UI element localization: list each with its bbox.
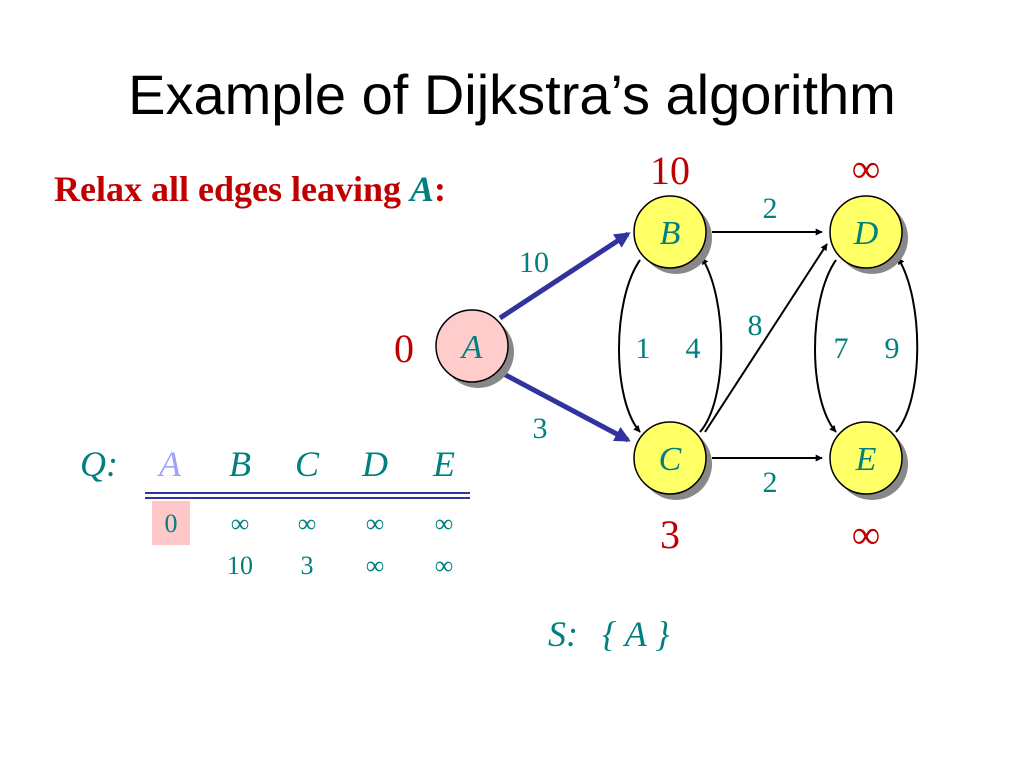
queue-header-c: C — [295, 444, 320, 484]
subtitle-variable: A — [409, 169, 434, 209]
set-s-label: S: — [548, 614, 578, 654]
weight-e-d: 9 — [885, 332, 900, 365]
queue-row-1: 0 ∞ ∞ ∞ ∞ — [165, 509, 454, 538]
queue-header-b: B — [229, 444, 251, 484]
edge-e-d — [895, 257, 919, 433]
dist-a: 0 — [394, 326, 414, 371]
slide-title: Example of Dijkstra’s algorithm — [128, 63, 896, 126]
edge-c-d — [704, 243, 828, 433]
edge-weights: 10 3 2 2 1 4 8 7 9 — [519, 192, 900, 499]
queue-header-a: A — [157, 444, 182, 484]
dist-e: ∞ — [852, 512, 881, 557]
edges — [498, 228, 919, 462]
edge-a-c — [498, 369, 631, 443]
queue-cell: ∞ — [298, 509, 317, 538]
edge-b-c — [618, 259, 641, 433]
node-e: E — [829, 421, 908, 500]
dist-c: 3 — [660, 512, 680, 557]
node-d: D — [829, 195, 908, 274]
weight-a-b: 10 — [519, 246, 549, 279]
queue-label: Q: — [80, 444, 118, 484]
weight-a-c: 3 — [533, 412, 548, 445]
set-s-value: { A } — [602, 614, 670, 654]
set-s: S: { A } — [548, 614, 670, 654]
dist-d: ∞ — [852, 146, 881, 191]
edge-d-e — [814, 259, 837, 433]
node-a-label: A — [460, 329, 483, 366]
weight-b-c: 1 — [636, 332, 651, 365]
queue-cell: ∞ — [231, 509, 250, 538]
node-d-label: D — [853, 215, 879, 252]
slide-subtitle: Relax all edges leaving A: — [54, 168, 446, 210]
subtitle-suffix: : — [434, 169, 446, 209]
node-c-label: C — [659, 441, 682, 478]
weight-c-e: 2 — [763, 466, 778, 499]
queue-cell: 10 — [227, 551, 253, 580]
weight-d-e: 7 — [834, 332, 849, 365]
weight-b-d: 2 — [763, 192, 778, 225]
queue-header-d: D — [361, 444, 388, 484]
queue-cell: ∞ — [435, 551, 454, 580]
edge-c-b — [699, 257, 723, 433]
node-c: C — [633, 421, 712, 500]
weight-c-b: 4 — [686, 332, 701, 365]
dist-b: 10 — [650, 148, 690, 193]
edge-a-b — [498, 231, 631, 321]
queue-cell: 3 — [301, 551, 314, 580]
queue-row-2: 10 3 ∞ ∞ — [227, 551, 453, 580]
node-b: B — [633, 195, 712, 274]
queue-cell: ∞ — [366, 551, 385, 580]
node-b-label: B — [660, 215, 681, 252]
subtitle-prefix: Relax all edges leaving — [54, 169, 410, 209]
extracted-highlight — [152, 501, 190, 545]
queue-cell: 0 — [165, 509, 178, 538]
queue-cell: ∞ — [366, 509, 385, 538]
node-a: A — [435, 309, 514, 388]
nodes: A B C D E — [435, 195, 908, 500]
priority-queue: Q: A B C D E 0 ∞ ∞ ∞ ∞ 10 3 ∞ ∞ — [80, 444, 470, 580]
node-e-label: E — [855, 441, 877, 478]
queue-header-e: E — [432, 444, 455, 484]
weight-c-d: 8 — [748, 309, 763, 342]
distance-labels: 0 10 3 ∞ ∞ — [394, 146, 880, 557]
queue-cell: ∞ — [435, 509, 454, 538]
